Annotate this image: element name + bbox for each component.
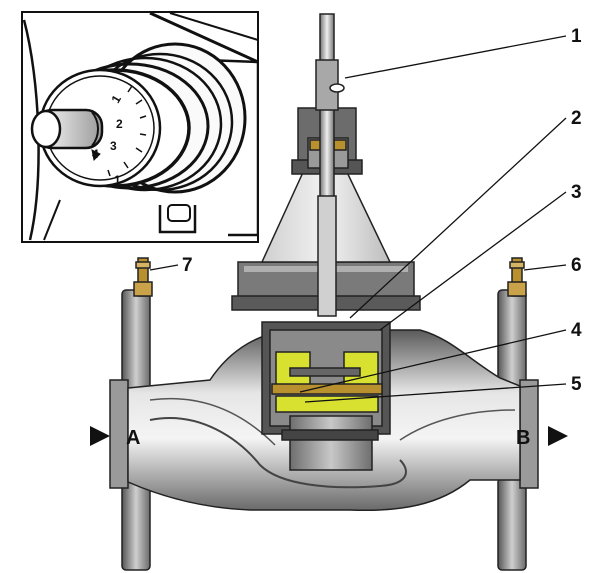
- outlet-arrow-icon: [548, 426, 568, 446]
- inset-detail: 1 2 3 4 1: [21, 11, 259, 243]
- leader-4: [299, 329, 567, 393]
- port-label-a: A: [126, 427, 140, 449]
- leader-6: [523, 264, 567, 271]
- callout-6: 6: [571, 255, 582, 276]
- dial-mark-3: 3: [110, 139, 117, 153]
- callout-labels: 1 2 3 6 4 5 7: [182, 26, 582, 395]
- valve-assembly: [109, 13, 539, 571]
- leader-7: [149, 264, 179, 271]
- callout-leaders: [149, 35, 567, 403]
- leader-1: [344, 35, 567, 79]
- callout-2: 2: [571, 108, 582, 129]
- port-label-b: B: [516, 427, 530, 449]
- valve-plug: [289, 415, 373, 471]
- inlet-flange: [109, 289, 151, 571]
- dial-mark-5: 1: [114, 173, 121, 187]
- callout-3: 3: [571, 182, 582, 203]
- leader-5: [304, 383, 567, 403]
- outlet-flange: [497, 289, 539, 571]
- dial-mark-4: 4: [92, 147, 99, 161]
- flow-channel: [149, 417, 407, 489]
- leader-3: [379, 191, 567, 331]
- leader-2: [349, 117, 567, 319]
- dial-mark-2: 2: [116, 117, 123, 131]
- inlet-arrow-icon: [90, 426, 110, 446]
- diaphragm: [271, 383, 383, 395]
- test-nipple-right: [507, 257, 527, 297]
- callout-7: 7: [182, 255, 193, 276]
- flow-arrows: A B: [90, 426, 568, 449]
- test-nipple-left: [133, 257, 153, 297]
- callout-4: 4: [571, 320, 582, 341]
- callout-1: 1: [571, 26, 582, 47]
- inset-drawing: 1 2 3 4 1: [23, 13, 257, 241]
- callout-5: 5: [571, 374, 582, 395]
